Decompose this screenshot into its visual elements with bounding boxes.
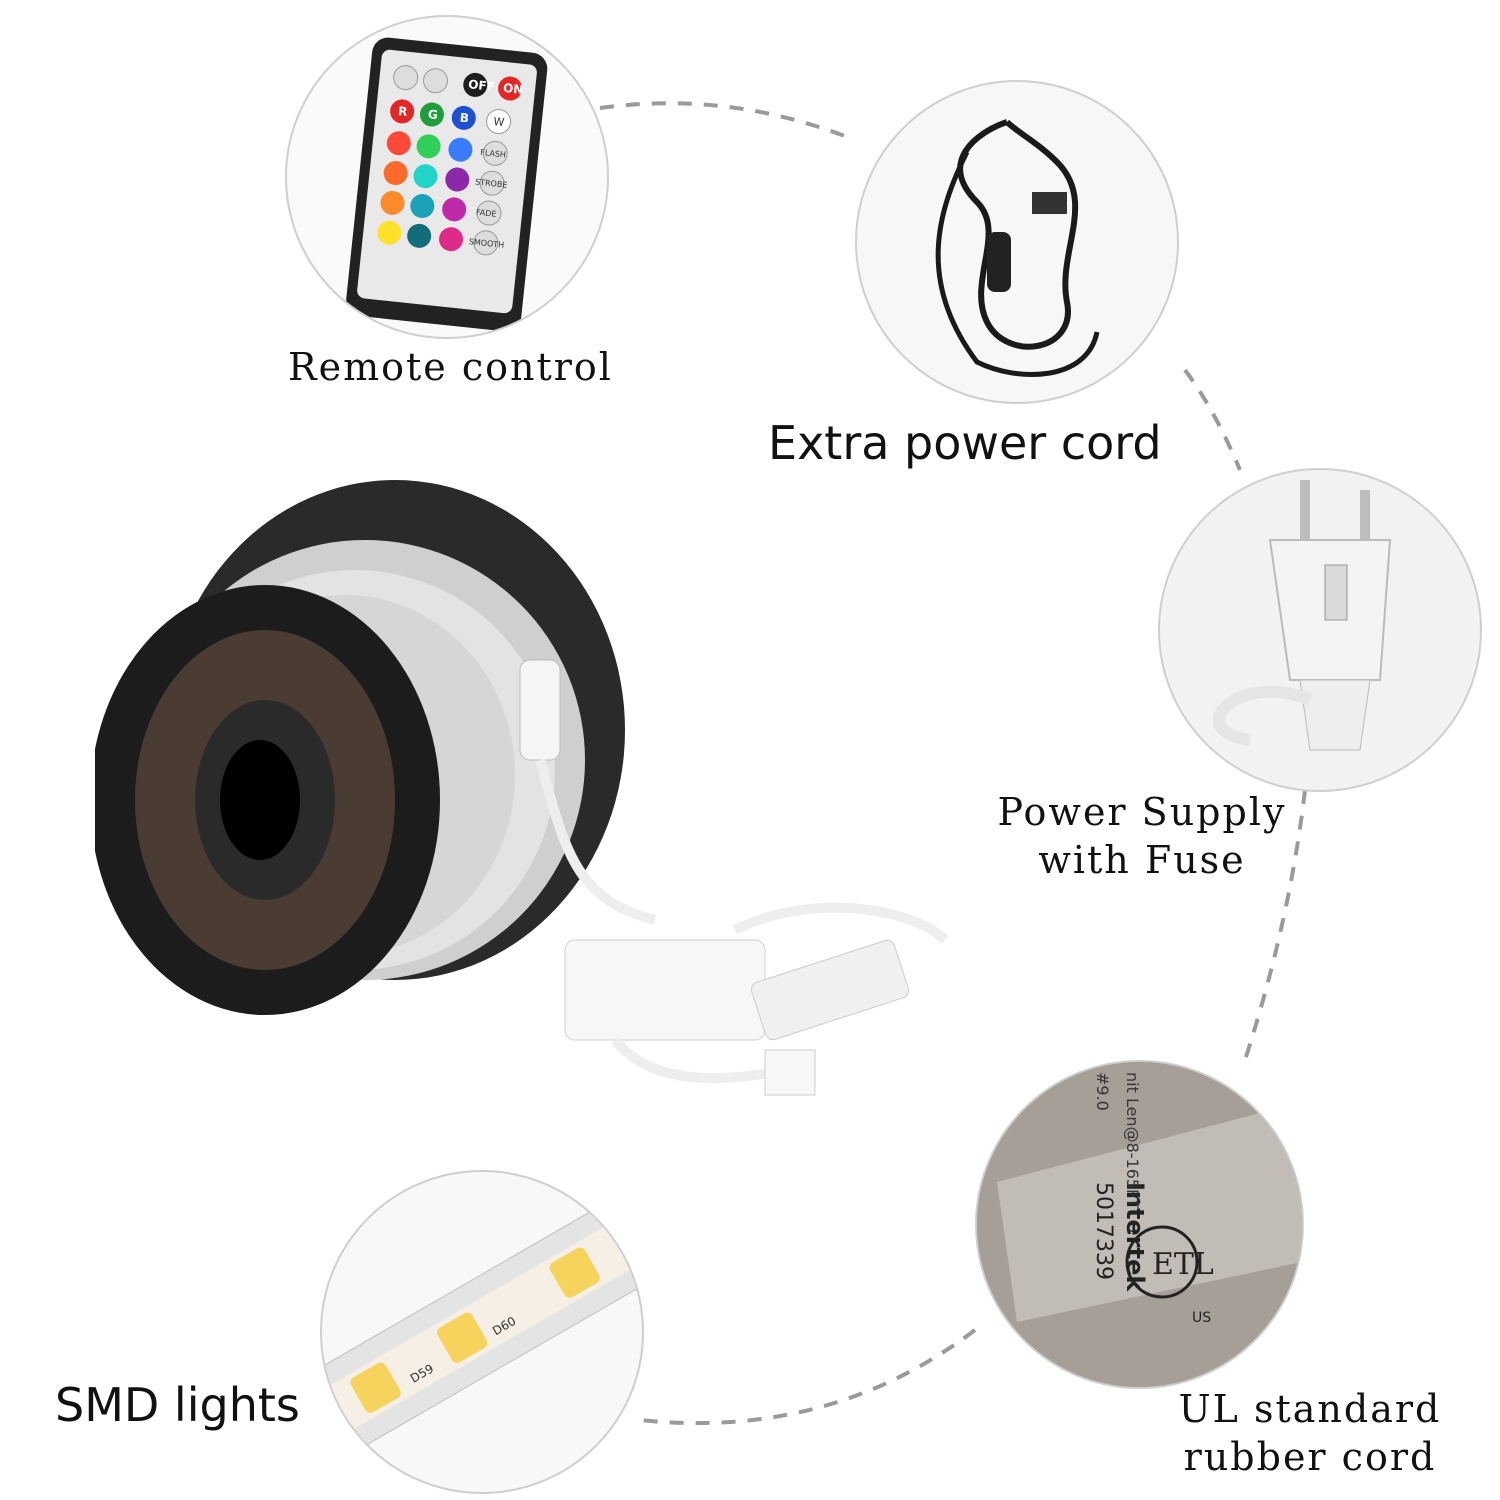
remote-control-label: Remote control — [288, 345, 613, 389]
cert-length-text: nit Len@8-165FT — [1123, 1072, 1142, 1208]
remote-strobe-label: STROBE — [475, 177, 508, 189]
remote-g-label: G — [427, 107, 438, 122]
remote-control-circle: OFF ON R G B W FLASH STROBE FADE SMOOTH — [285, 15, 609, 339]
plug-icon — [1212, 480, 1392, 751]
remote-flash-label: FLASH — [480, 148, 507, 160]
etl-mark: ETL — [1152, 1247, 1214, 1282]
ul-label-line2: rubber cord — [1183, 1435, 1437, 1479]
power-supply-label: Power Supply with Fuse — [992, 788, 1292, 884]
remote-b-label: B — [459, 110, 470, 125]
led-reel-image — [95, 480, 949, 1096]
smd-lights-label: SMD lights — [55, 1378, 300, 1432]
power-supply-label-line2: with Fuse — [1038, 838, 1246, 882]
intertek-text: Intertek — [1121, 1182, 1149, 1292]
remote-r-label: R — [397, 104, 408, 119]
power-cord-icon — [935, 119, 1100, 377]
remote-fade-label: FADE — [476, 208, 497, 219]
c-mark: C — [1127, 1220, 1137, 1236]
cert-number: 5017339 — [1091, 1182, 1116, 1280]
remote-smooth-label: SMOOTH — [468, 237, 504, 250]
remote-control-icon: OFF ON R G B W FLASH STROBE FADE SMOOTH — [346, 37, 548, 332]
extra-power-cord-label: Extra power cord — [768, 416, 1162, 470]
us-mark: US — [1192, 1310, 1211, 1326]
remote-off-label: OFF — [468, 77, 496, 94]
power-cord-circle — [855, 80, 1179, 404]
remote-on-label: ON — [502, 81, 524, 97]
led-strip-icon: D59 D60 — [322, 1199, 642, 1457]
ul-cert-circle: ETL C US Intertek 5017339 nit Len@8-165F… — [975, 1060, 1304, 1389]
power-supply-circle — [1158, 468, 1482, 792]
cert-label-image: ETL C US Intertek 5017339 nit Len@8-165F… — [977, 1062, 1302, 1387]
power-supply-label-line1: Power Supply — [997, 790, 1287, 834]
smd-lights-circle: D59 D60 — [320, 1170, 644, 1494]
ul-standard-label: UL standard rubber cord — [1160, 1385, 1460, 1481]
remote-w-label: W — [493, 115, 505, 129]
ul-label-line1: UL standard — [1178, 1387, 1442, 1431]
cert-code-text: #9.0 — [1093, 1072, 1112, 1111]
